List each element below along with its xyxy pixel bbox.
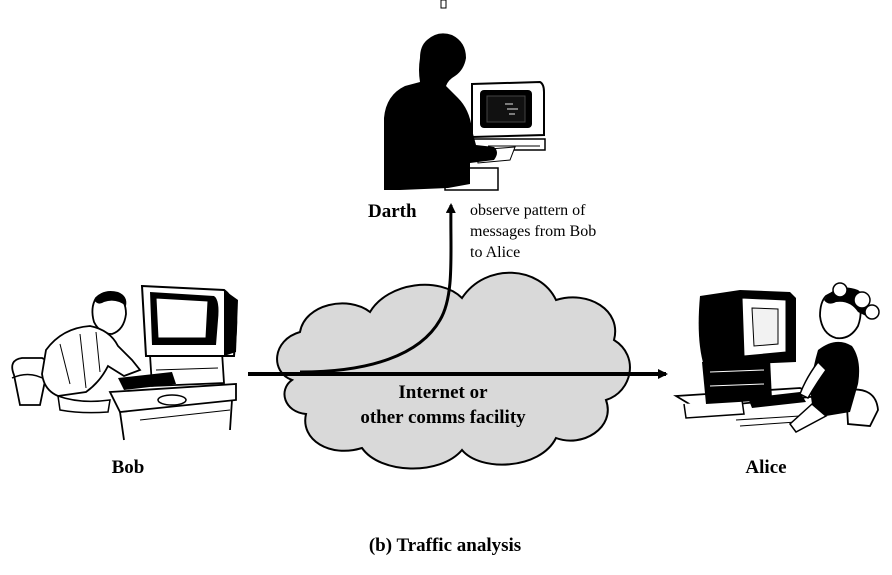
network-label-line-1: Internet or	[398, 382, 488, 403]
top-mark	[440, 0, 447, 9]
network-cloud	[276, 271, 631, 470]
annotation-line-1: observe pattern of	[470, 202, 586, 219]
bob-label: Bob	[112, 457, 145, 478]
figure-caption: (b) Traffic analysis	[369, 535, 521, 556]
bob-figure	[11, 284, 238, 441]
alice-figure	[673, 282, 880, 433]
network-label-line-2: other comms facility	[360, 407, 526, 428]
darth-label: Darth	[368, 201, 417, 222]
observation-arrow	[299, 203, 456, 374]
annotation-line-3: to Alice	[470, 244, 520, 261]
darth-figure	[384, 33, 546, 191]
annotation-line-2: messages from Bob	[470, 223, 596, 240]
alice-label: Alice	[745, 457, 786, 478]
